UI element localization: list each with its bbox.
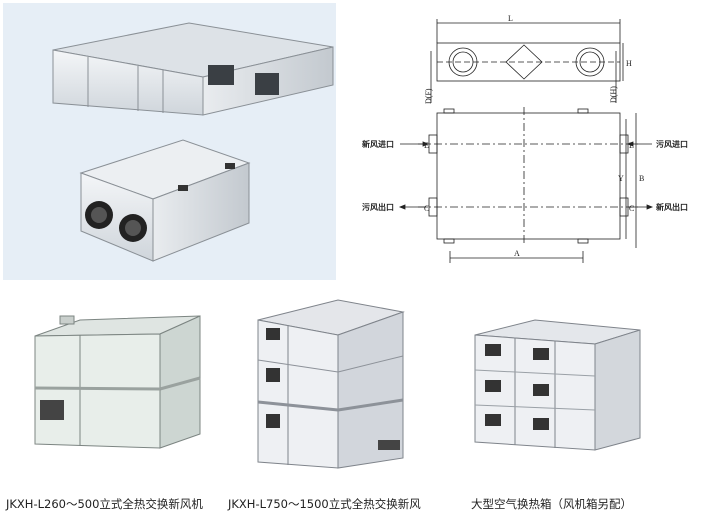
dimension-drawing: L H D(F) D(H) E C E C Y B: [338, 3, 720, 280]
compact-unit-image: [79, 139, 251, 262]
dim-A-label: A: [514, 249, 520, 258]
fresh-air-inlet-label: 新风进口: [362, 139, 394, 149]
dim-L-label: L: [508, 14, 513, 23]
exhaust-outlet-label: 污风出口: [362, 202, 394, 212]
dim-DF-label: D(F): [424, 88, 433, 104]
caption-vertical-large: JKXH-L750～1500立式全热交换新风: [228, 497, 421, 511]
caption-large-box: 大型空气换热箱（风机箱另配）: [471, 497, 632, 511]
dim-C-left: C: [424, 204, 429, 213]
dim-DH-label: D(H): [609, 86, 618, 103]
vertical-small-unit-photo: [10, 306, 215, 456]
ceiling-unit-image: [52, 22, 334, 116]
large-exchange-box-photo: [455, 310, 655, 460]
exhaust-inlet-label: 污风进口: [656, 139, 688, 149]
dim-C-right: C: [629, 204, 634, 213]
dim-B-label: B: [639, 174, 644, 183]
horizontal-units-photo: [3, 3, 336, 280]
fresh-air-outlet-label: 新风出口: [656, 202, 688, 212]
caption-vertical-small: JKXH-L260～500立式全热交换新风机: [6, 497, 203, 511]
dim-E-left: E: [424, 141, 429, 150]
dim-Y-label: Y: [618, 174, 624, 183]
vertical-large-unit-photo: [228, 290, 443, 480]
dim-H-label: H: [626, 59, 632, 68]
